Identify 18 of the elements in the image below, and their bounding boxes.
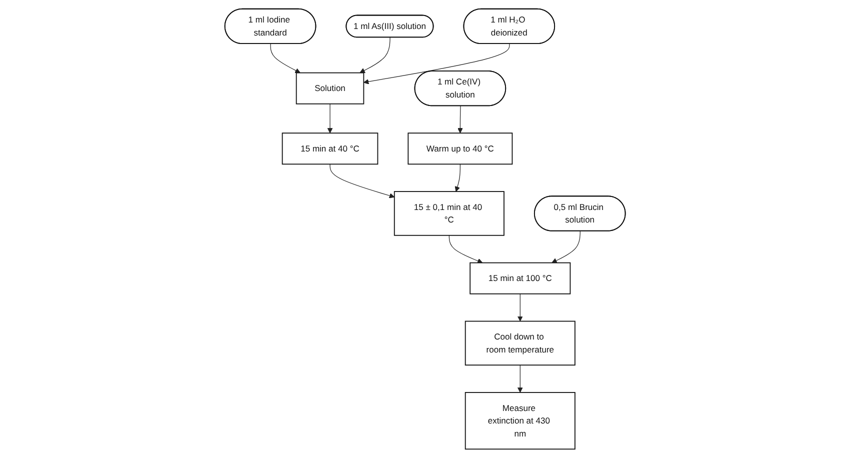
arrow [552, 230, 580, 263]
arrow [448, 234, 483, 263]
arrow [270, 43, 300, 73]
node-box: 15 min at 100 °C [470, 262, 571, 294]
node-box: Warm up to 40 °C [408, 132, 513, 164]
node-box: 15 ± 0,1 min at 40 °C [394, 190, 504, 236]
arrow [517, 364, 523, 392]
arrow [454, 163, 460, 192]
arrow [327, 103, 333, 133]
node-box: Cool down to room temperature [464, 320, 576, 366]
arrow [363, 43, 510, 84]
arrow [457, 105, 463, 133]
node-box: 15 min at 40 °C [282, 132, 378, 164]
node-box: Solution [296, 72, 364, 104]
node-box: Measure extinction at 430 nm [464, 392, 576, 450]
arrow [330, 163, 395, 198]
arrow [360, 36, 390, 73]
arrow [517, 293, 523, 321]
